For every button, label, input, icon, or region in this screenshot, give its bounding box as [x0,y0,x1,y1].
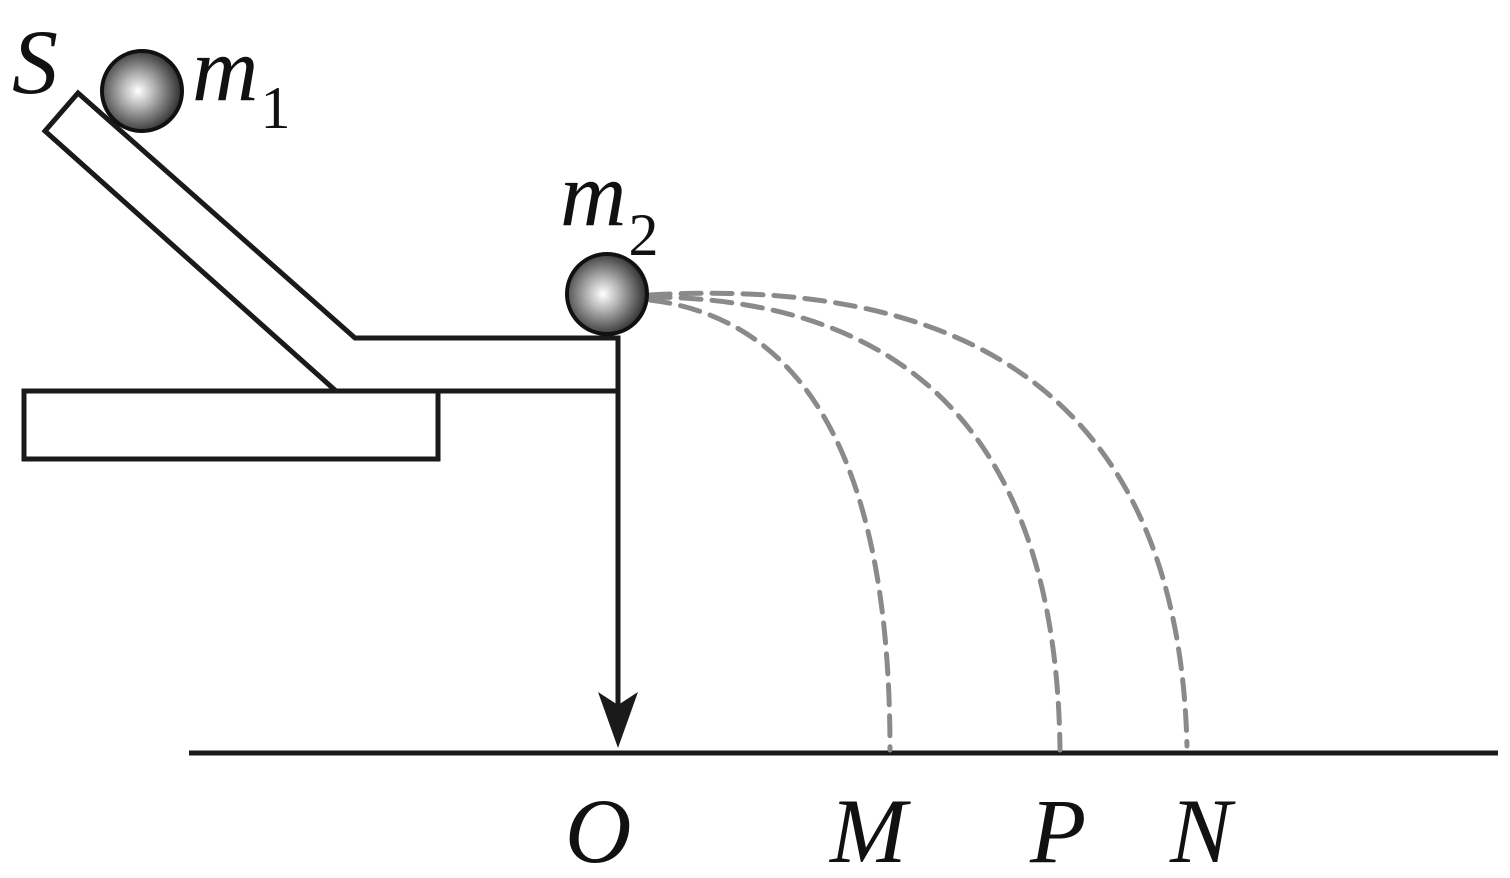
trajectory-m [647,297,893,753]
label-m2-base: m [560,143,626,245]
label-o: O [565,780,631,878]
label-m1-base: m [192,18,258,120]
label-n: N [1169,780,1236,878]
trajectory-n [647,290,1190,749]
ball-m2 [565,252,649,336]
base-block [21,388,441,462]
ramp-track [41,89,621,394]
label-p: P [1029,780,1086,878]
trajectory-p [647,294,1063,753]
ball-m1 [100,49,184,133]
label-m: M [828,780,911,878]
label-m1: m1 [192,18,290,141]
label-s: S [12,11,58,113]
plumb-arrowhead [598,692,638,748]
label-m2-sub: 2 [628,202,658,268]
label-m1-sub: 1 [260,75,290,141]
label-m2: m2 [560,143,658,268]
